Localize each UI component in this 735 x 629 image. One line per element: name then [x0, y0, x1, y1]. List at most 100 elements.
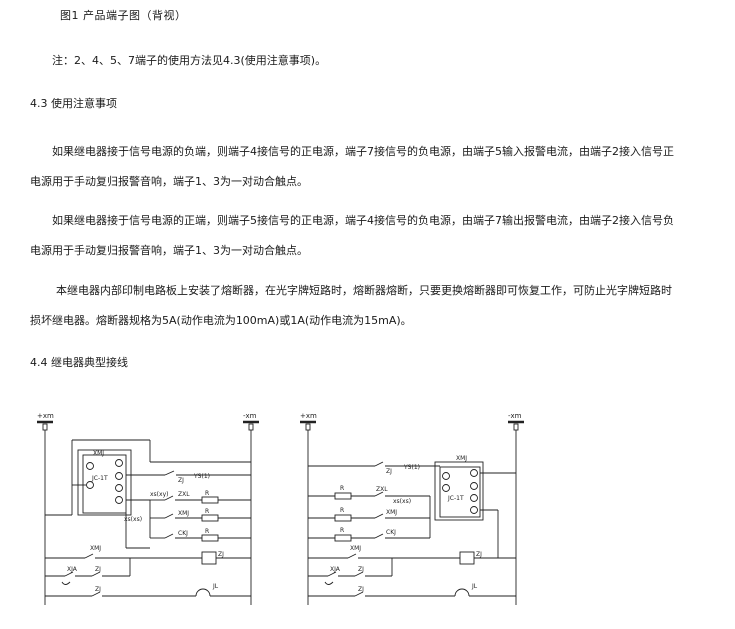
- paragraph-line: 电源用于手动复归报警音响，端子1、3为一对动合触点。: [30, 175, 308, 188]
- right-positive-fuse: [305, 423, 311, 431]
- left-r3-label: R: [205, 528, 209, 535]
- right-xs-label: xs(xs): [393, 498, 411, 505]
- xmj-contact: [347, 553, 357, 559]
- left-positive-fuse: [42, 423, 48, 431]
- left-ckj-label: CKJ: [178, 530, 188, 537]
- right-zj-top-note: YS(1): [403, 464, 420, 471]
- left-jl-label: JL: [212, 583, 219, 590]
- left-zj-row-label: ZJ: [95, 566, 101, 573]
- left-zj-top-label: ZJ: [178, 477, 184, 484]
- left-terminal-3: [115, 472, 123, 480]
- right-terminal-1: [470, 469, 478, 477]
- left-terminal-1: [115, 459, 123, 467]
- left-terminal-7: [115, 496, 123, 504]
- left-resistor-2: [201, 514, 219, 522]
- left-resistor-3: [201, 534, 219, 542]
- typical-wiring-diagram: +xm -xm XMJ JC-1T ZJ YS(1): [37, 412, 524, 605]
- right-relay-body: [439, 466, 481, 518]
- zj-contact: [91, 571, 101, 577]
- right-circuit: +xm -xm ZJ YS(1) XMJ JC-1T: [300, 412, 524, 605]
- paragraph-line: 如果继电器接于信号电源的正端，则端子5接信号的正电源，端子4接信号的负电源，由端…: [52, 214, 674, 227]
- left-negative-fuse: [248, 423, 254, 431]
- zxl-contact: [164, 495, 174, 501]
- right-zj-coil-label: ZJ: [476, 551, 482, 558]
- paragraph-fuse: 本继电器内部印制电路板上安装了熔断器，在光字牌短路时，熔断器熔断，只要更换熔断器…: [30, 276, 735, 336]
- left-zj-jl-label: ZJ: [95, 586, 101, 593]
- right-xmj-bottom-label: XMJ: [350, 545, 361, 552]
- left-zj-top-note: YS(1): [193, 473, 210, 480]
- ckj-contact: [374, 533, 384, 539]
- figure-caption: 图1 产品端子图（背视）: [60, 9, 187, 22]
- right-terminal-4: [442, 484, 450, 492]
- right-zj-row-label: ZJ: [358, 566, 364, 573]
- right-positive-bus-label: +xm: [300, 412, 317, 420]
- right-xja-label: XJA: [330, 566, 341, 573]
- paragraph-negative-end: 如果继电器接于信号电源的负端，则端子4接信号的正电源，端子7接信号的负电源，由端…: [30, 137, 735, 197]
- zj-contact: [91, 591, 101, 597]
- zj-contact: [374, 461, 384, 467]
- zxl-contact: [374, 491, 384, 497]
- right-zj-coil: [459, 551, 475, 565]
- left-positive-bus-label: +xm: [37, 412, 54, 420]
- zj-contact: [354, 571, 364, 577]
- right-terminal-7: [470, 506, 478, 514]
- left-zj-coil: [201, 551, 217, 565]
- right-r2-label: R: [340, 507, 344, 514]
- left-xja-label: XJA: [67, 566, 78, 573]
- right-negative-fuse: [513, 423, 519, 431]
- right-terminal-3: [470, 482, 478, 490]
- zj-contact: [164, 470, 175, 476]
- right-relay-code: XMJ: [456, 455, 467, 462]
- left-circuit: +xm -xm XMJ JC-1T ZJ YS(1): [37, 412, 259, 605]
- left-xja-mark: [61, 581, 71, 585]
- section-heading-4-4: 4.4 继电器典型接线: [30, 356, 128, 369]
- xja-contact: [327, 571, 337, 577]
- right-zj-top-label: ZJ: [386, 468, 392, 475]
- right-ckj-label: CKJ: [386, 529, 396, 536]
- zj-contact: [354, 591, 364, 597]
- left-r2-label: R: [205, 508, 209, 515]
- contact: [374, 513, 384, 519]
- section-heading-4-3: 4.3 使用注意事项: [30, 97, 117, 110]
- right-r3-label: R: [340, 527, 344, 534]
- right-relay-model: JC-1T: [447, 495, 464, 502]
- left-jzj-label: XMJ: [178, 510, 189, 517]
- left-resistor-1: [201, 496, 219, 504]
- terminal-usage-note: 注：2、4、5、7端子的使用方法见4.3(使用注意事项)。: [52, 54, 327, 67]
- right-xja-mark: [324, 581, 334, 585]
- left-relay-body: [82, 454, 127, 514]
- right-terminal-5: [470, 494, 478, 502]
- right-resistor-1: [334, 492, 352, 500]
- xmj-contact: [84, 553, 94, 559]
- left-terminal-2: [86, 462, 94, 470]
- left-zxl-label: ZXL: [178, 491, 190, 498]
- left-r-label: R: [205, 490, 209, 497]
- right-resistor-3: [334, 534, 352, 542]
- right-resistor-2: [334, 514, 352, 522]
- left-relay-code: XMJ: [93, 450, 104, 457]
- left-xs1-label: xs(xy): [150, 491, 168, 498]
- right-relay-frame: [434, 461, 484, 521]
- right-jl-label: JL: [471, 583, 478, 590]
- right-terminal-2: [442, 472, 450, 480]
- contact: [164, 513, 174, 519]
- right-zj-jl-label: ZJ: [358, 586, 364, 593]
- left-xs2-label: xs(xs): [124, 516, 142, 523]
- paragraph-line: 电源用于手动复归报警音响，端子1、3为一对动合触点。: [30, 244, 308, 257]
- paragraph-line: 本继电器内部印制电路板上安装了熔断器，在光字牌短路时，熔断器熔断，只要更换熔断器…: [56, 284, 672, 297]
- left-xmj-bottom-label: XMJ: [90, 545, 101, 552]
- left-terminal-4: [86, 481, 94, 489]
- right-bell-jl: [454, 588, 470, 597]
- right-r1-label: R: [340, 485, 344, 492]
- left-relay-frame: [77, 449, 132, 516]
- right-negative-bus-label: -xm: [508, 412, 522, 420]
- left-bell-jl: [195, 588, 211, 597]
- left-relay-model: JC-1T: [91, 475, 108, 482]
- left-terminal-5: [115, 484, 123, 492]
- xja-contact: [64, 571, 74, 577]
- paragraph-line: 损坏继电器。熔断器规格为5A(动作电流为100mA)或1A(动作电流为15mA)…: [30, 314, 412, 327]
- paragraph-line: 如果继电器接于信号电源的负端，则端子4接信号的正电源，端子7接信号的负电源，由端…: [52, 145, 674, 158]
- paragraph-positive-end: 如果继电器接于信号电源的正端，则端子5接信号的正电源，端子4接信号的负电源，由端…: [30, 206, 735, 266]
- right-zxl-label: ZXL: [376, 486, 388, 493]
- right-xmj-branch-label: XMJ: [386, 509, 397, 516]
